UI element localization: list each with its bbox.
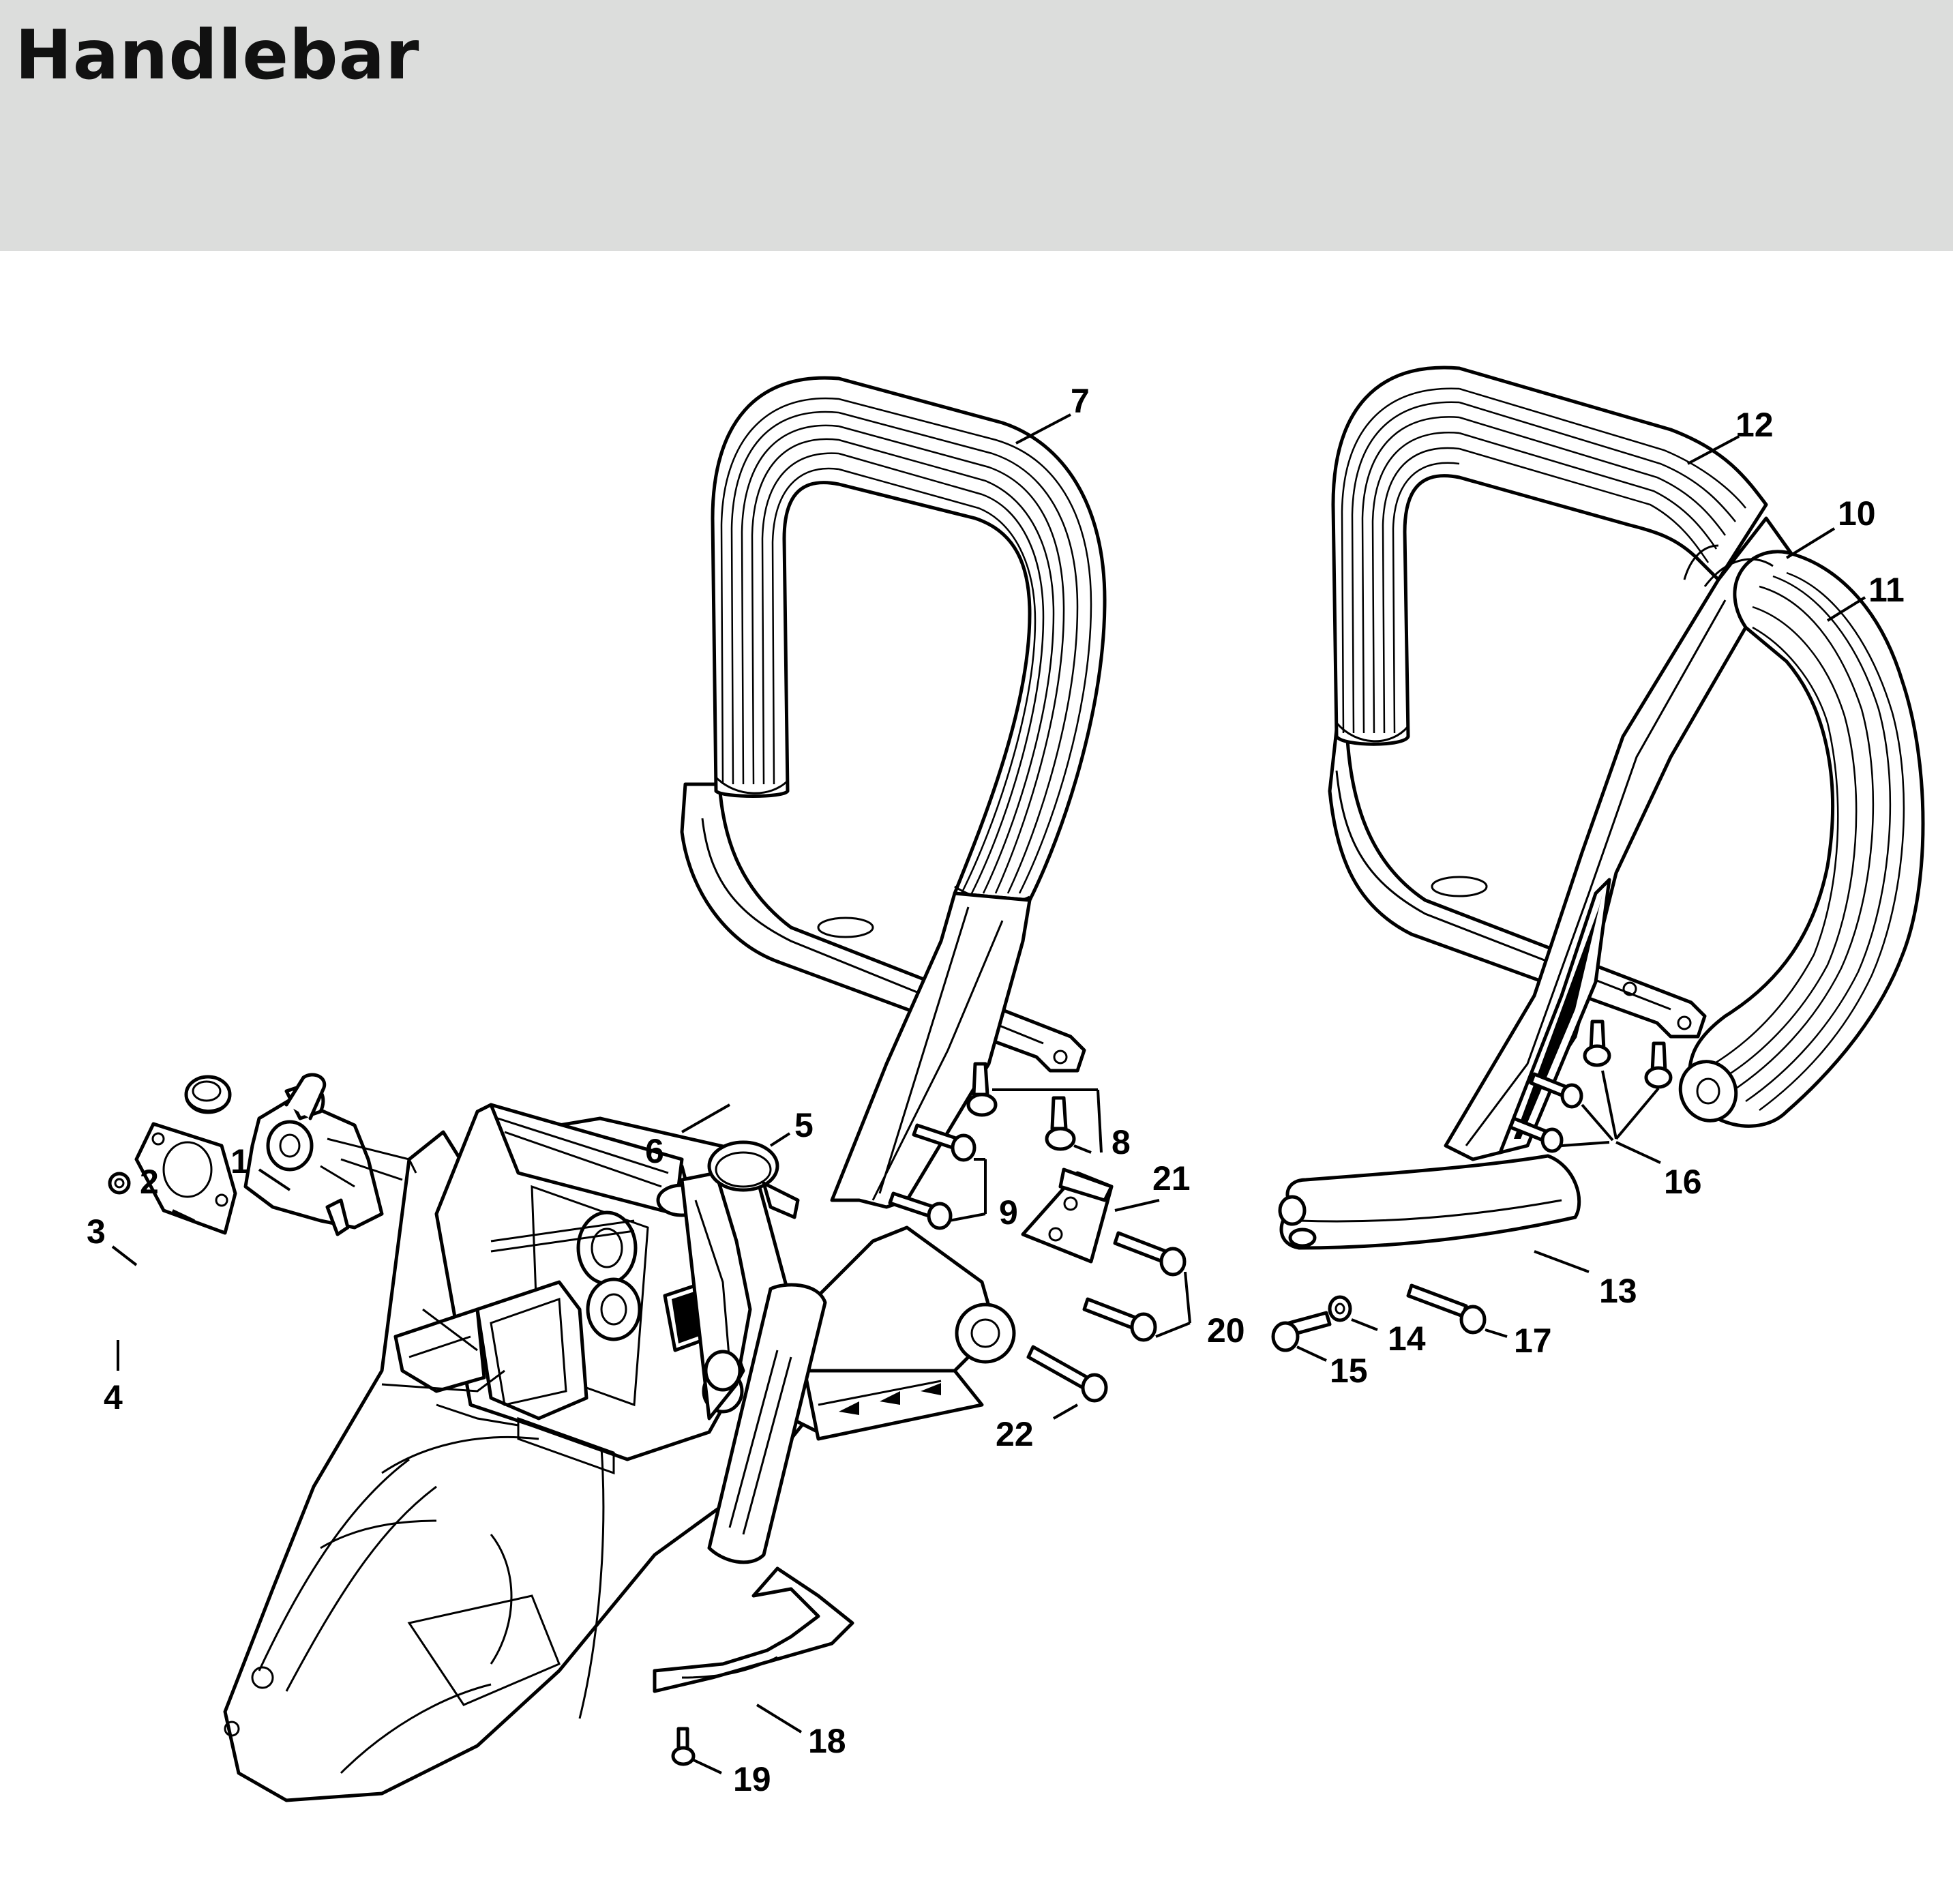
leader-lines bbox=[111, 413, 1866, 1774]
part-4-nut bbox=[108, 1172, 131, 1195]
handlebar-right bbox=[1328, 366, 1925, 1161]
part-13-cover bbox=[1278, 1154, 1581, 1250]
rear-handle-frame bbox=[707, 1225, 1016, 1564]
callout-3: 3 bbox=[87, 1213, 106, 1251]
callout-17: 17 bbox=[1514, 1322, 1552, 1360]
intake-manifold bbox=[381, 1280, 588, 1427]
handlebar-left bbox=[680, 376, 1107, 1209]
part-1-carburetor bbox=[243, 1073, 417, 1236]
callout-16: 16 bbox=[1664, 1163, 1702, 1201]
callout-20: 20 bbox=[1207, 1311, 1245, 1350]
callout-15: 15 bbox=[1330, 1352, 1368, 1390]
screws-20 bbox=[1082, 1231, 1187, 1342]
callout-10: 10 bbox=[1838, 494, 1876, 533]
callout-1: 1 bbox=[230, 1142, 250, 1180]
part-5-clamp bbox=[707, 1140, 800, 1219]
header-band: Handlebar bbox=[0, 0, 1953, 251]
callout-19: 19 bbox=[733, 1760, 771, 1798]
part-14-washer bbox=[1328, 1295, 1352, 1322]
callout-7: 7 bbox=[1071, 382, 1090, 420]
callout-5: 5 bbox=[794, 1106, 814, 1144]
part-15-bolt bbox=[1271, 1311, 1332, 1352]
callout-9: 9 bbox=[999, 1193, 1018, 1232]
part-2-grommet bbox=[184, 1075, 232, 1114]
callout-2: 2 bbox=[140, 1163, 159, 1201]
part-21-bracket bbox=[1021, 1167, 1114, 1264]
callout-13: 13 bbox=[1599, 1272, 1637, 1310]
callout-18: 18 bbox=[808, 1722, 846, 1760]
part-22-bolt bbox=[1026, 1345, 1108, 1403]
screws-16 bbox=[1508, 1020, 1673, 1153]
part-17-screw bbox=[1406, 1283, 1487, 1335]
callout-6: 6 bbox=[645, 1132, 664, 1170]
callout-4: 4 bbox=[104, 1378, 123, 1416]
part-18-plate bbox=[653, 1566, 854, 1693]
part-3-gasket bbox=[134, 1122, 237, 1235]
callout-14: 14 bbox=[1388, 1320, 1426, 1358]
callout-8: 8 bbox=[1112, 1123, 1131, 1161]
screws-8 bbox=[966, 1062, 1076, 1151]
callout-12: 12 bbox=[1735, 406, 1774, 444]
part-19-screw bbox=[671, 1727, 696, 1766]
callouts: 1 2 3 4 5 6 7 8 9 10 11 12 13 14 15 16 1… bbox=[87, 382, 1905, 1798]
callout-11: 11 bbox=[1868, 571, 1905, 609]
exploded-parts-diagram: 1 2 3 4 5 6 7 8 9 10 11 12 13 14 15 16 1… bbox=[87, 366, 1925, 1802]
page-title: Handlebar bbox=[15, 15, 420, 95]
screws-9 bbox=[888, 1123, 976, 1230]
callout-21: 21 bbox=[1152, 1159, 1191, 1198]
callout-22: 22 bbox=[996, 1415, 1034, 1453]
